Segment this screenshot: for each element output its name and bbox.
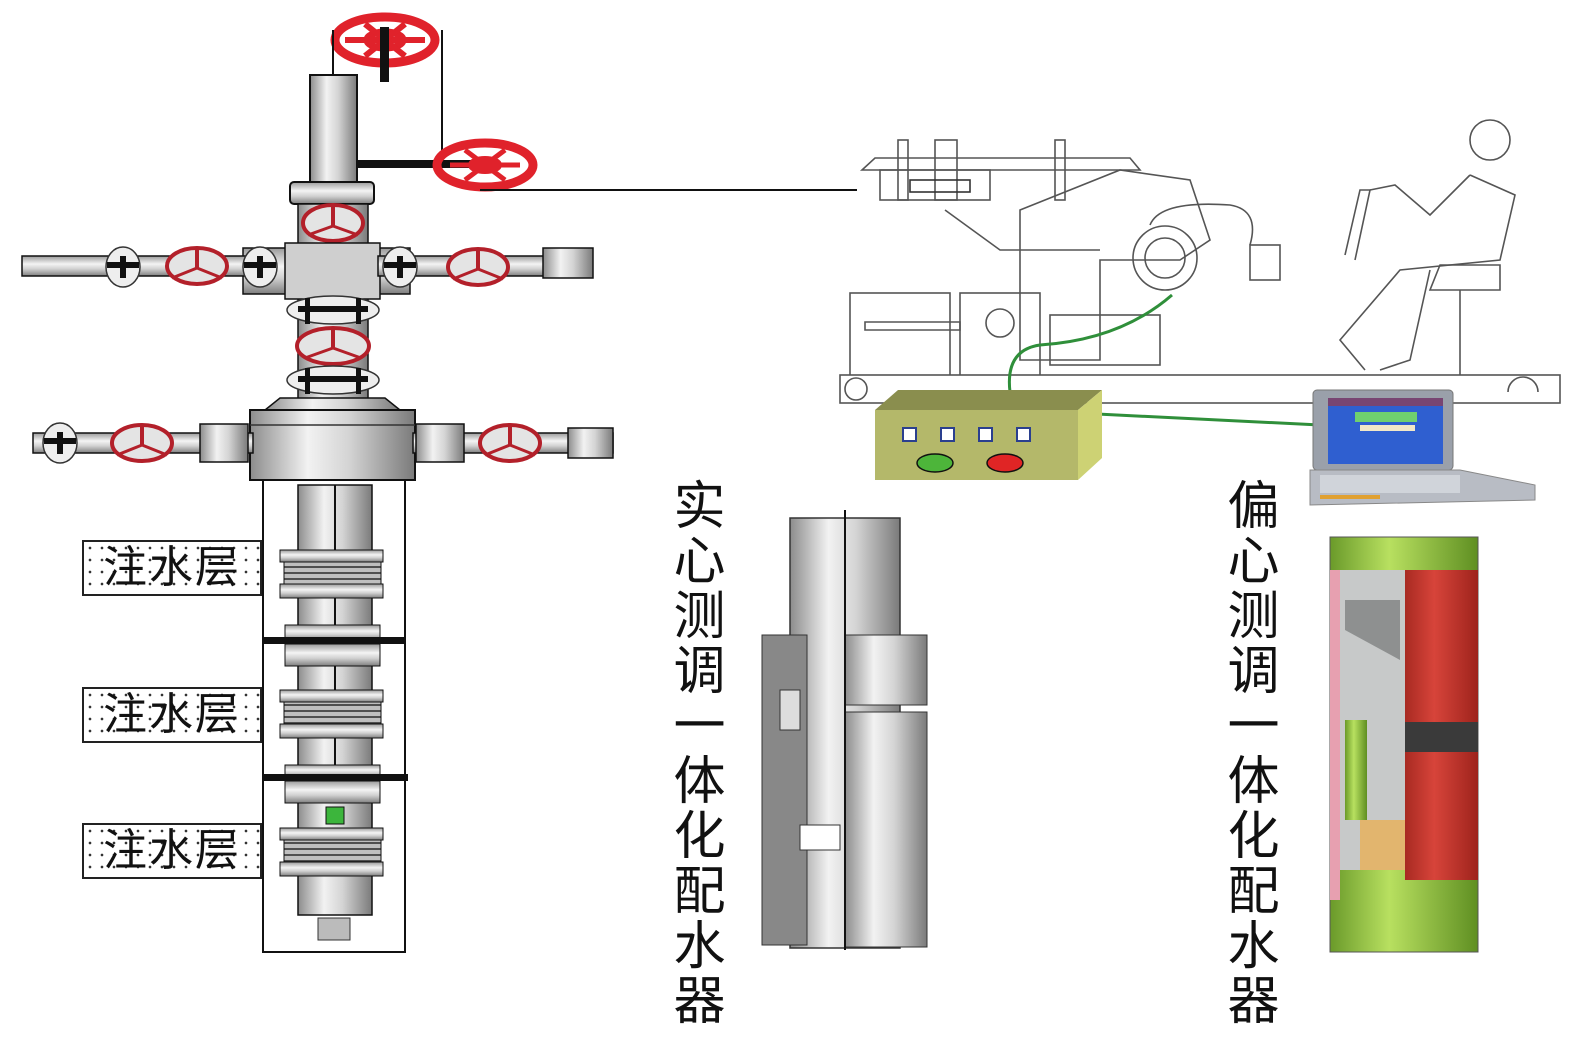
packer [279, 689, 384, 739]
lubricator-column [309, 74, 358, 184]
clamp-icon [42, 422, 78, 464]
logging-truck [839, 119, 1561, 404]
wellhead-tree [21, 12, 857, 481]
green-indicator [325, 806, 345, 825]
laptop-icon[interactable] [1309, 389, 1536, 506]
indicator-light [1016, 427, 1031, 442]
valve-handwheel-icon[interactable] [165, 246, 229, 286]
valve-handwheel-icon[interactable] [301, 203, 365, 243]
indicator-light [978, 427, 993, 442]
valve-handwheel-icon[interactable] [446, 247, 510, 287]
packer [279, 827, 384, 877]
clamp-icon [242, 246, 278, 288]
solid-core-distributor-label: 实心测调一体化配水器 [664, 478, 724, 1028]
screen-plug [317, 917, 351, 941]
injection-layer-label: 注水层 [82, 687, 262, 743]
clamp-icon [382, 246, 418, 288]
eccentric-distributor-label: 偏心测调一体化配水器 [1218, 478, 1278, 1028]
packer [279, 549, 384, 599]
top-handwheel-icon[interactable] [330, 12, 440, 82]
water-distributor [263, 624, 405, 667]
water-distributor [263, 764, 408, 804]
valve-handwheel-icon[interactable] [295, 326, 371, 366]
clamp-icon [286, 365, 380, 395]
signal-cable [1007, 293, 1173, 393]
solid-core-distributor [761, 510, 928, 950]
start-button[interactable] [916, 453, 954, 473]
valve-handwheel-icon[interactable] [478, 423, 542, 463]
valve-handwheel-icon[interactable] [110, 423, 174, 463]
stop-button[interactable] [986, 453, 1024, 473]
indicator-light [902, 427, 917, 442]
control-box [875, 390, 1102, 480]
side-handwheel-icon[interactable] [432, 138, 538, 192]
tubing-string [262, 479, 408, 953]
clamp-icon [286, 295, 380, 325]
injection-layer-label: 注水层 [82, 540, 262, 596]
injection-layer-label: 注水层 [82, 823, 262, 879]
clamp-icon [105, 246, 141, 288]
eccentric-distributor [1329, 536, 1479, 953]
tubing-head [249, 409, 416, 481]
indicator-light [940, 427, 955, 442]
data-cable [1096, 412, 1321, 427]
